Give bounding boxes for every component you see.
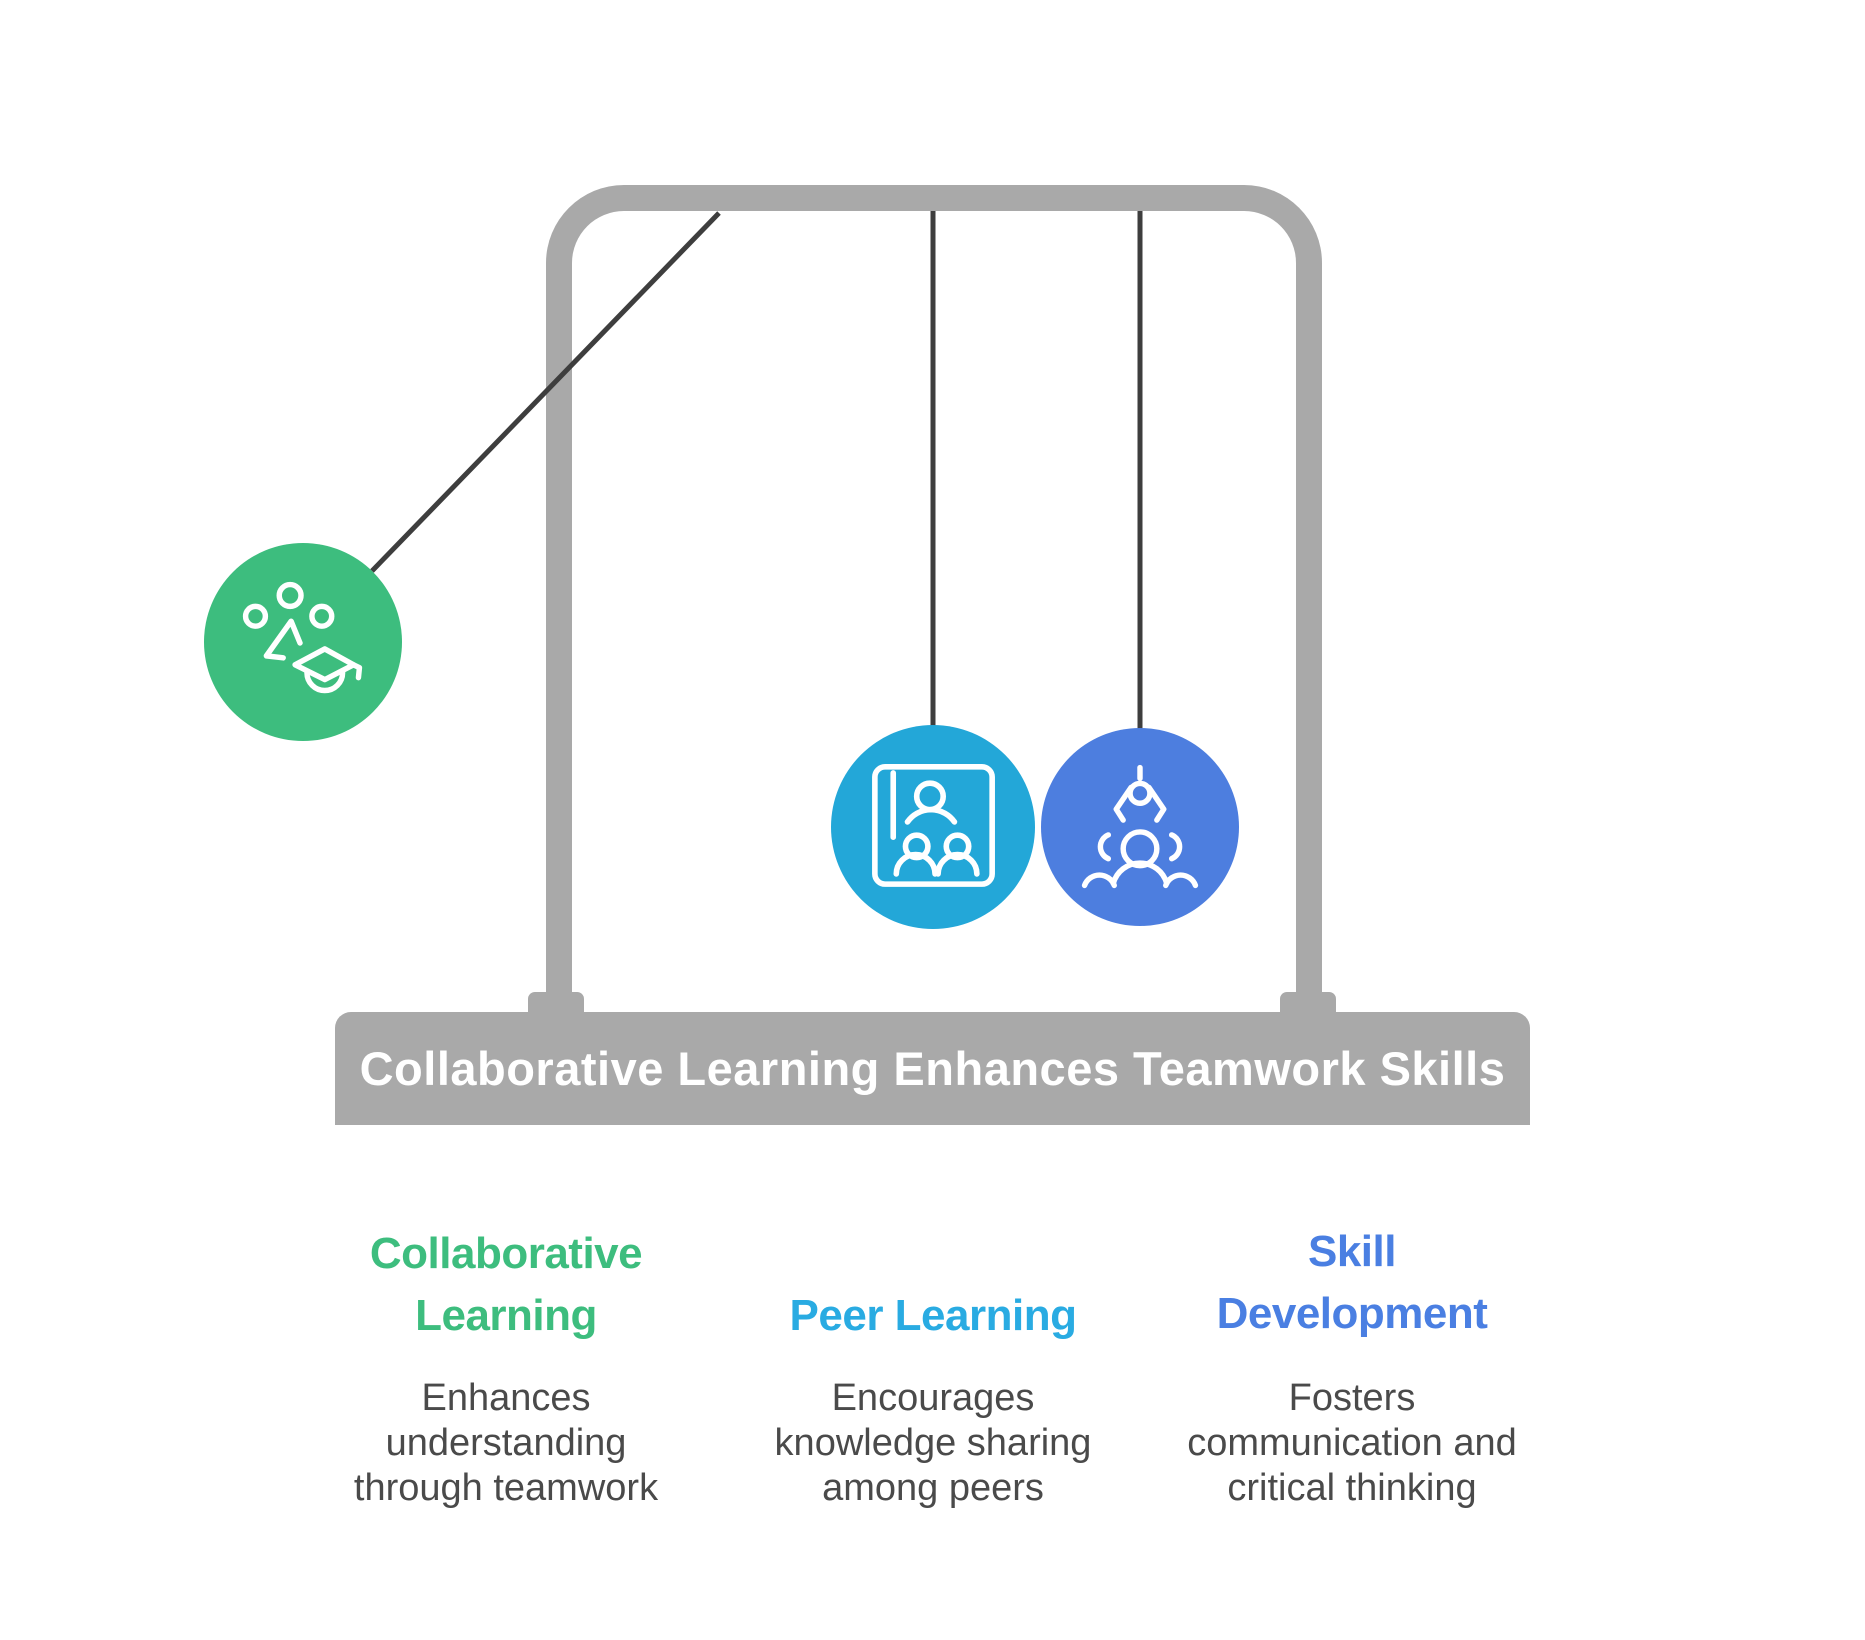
pendulum-ball-collaborative bbox=[204, 543, 402, 741]
body-line: communication and bbox=[1187, 1422, 1517, 1464]
column-body-peer-learning: Encourages knowledge sharing among peers bbox=[775, 1376, 1092, 1511]
body-line: among peers bbox=[822, 1467, 1044, 1509]
pendulum-ball-skill bbox=[1041, 728, 1239, 926]
heading-line: Skill bbox=[1307, 1227, 1396, 1276]
body-line: knowledge sharing bbox=[774, 1422, 1092, 1464]
body-line: through teamwork bbox=[353, 1467, 659, 1509]
column-heading-skill-development: Skill Development bbox=[1217, 1221, 1488, 1345]
column-body-collaborative-learning: Enhances understanding through teamwork bbox=[354, 1376, 658, 1511]
body-line: Enhances bbox=[421, 1377, 591, 1419]
body-line: understanding bbox=[385, 1422, 627, 1464]
heading-line: Peer Learning bbox=[789, 1291, 1077, 1340]
heading-line: Collaborative bbox=[369, 1229, 643, 1278]
body-line: critical thinking bbox=[1227, 1467, 1477, 1509]
column-heading-peer-learning: Peer Learning bbox=[790, 1285, 1077, 1347]
frame-foot-right bbox=[1280, 992, 1336, 1012]
graduation-cap-group-icon bbox=[204, 543, 402, 741]
heading-line: Learning bbox=[415, 1291, 597, 1340]
pendulum-frame bbox=[546, 185, 1322, 993]
book-group-icon bbox=[831, 725, 1035, 929]
pendulum-ball-peer bbox=[831, 725, 1035, 929]
body-line: Encourages bbox=[831, 1377, 1035, 1419]
frame-foot-left bbox=[528, 992, 584, 1012]
body-line: Fosters bbox=[1288, 1377, 1416, 1419]
base-banner: Collaborative Learning Enhances Teamwork… bbox=[335, 1012, 1530, 1125]
heading-line: Development bbox=[1216, 1289, 1488, 1338]
claw-person-icon bbox=[1041, 728, 1239, 926]
string-diagonal-green bbox=[370, 211, 721, 573]
column-heading-collaborative-learning: Collaborative Learning bbox=[369, 1223, 643, 1347]
banner-title: Collaborative Learning Enhances Teamwork… bbox=[359, 1042, 1506, 1095]
column-body-skill-development: Fosters communication and critical think… bbox=[1187, 1376, 1517, 1511]
